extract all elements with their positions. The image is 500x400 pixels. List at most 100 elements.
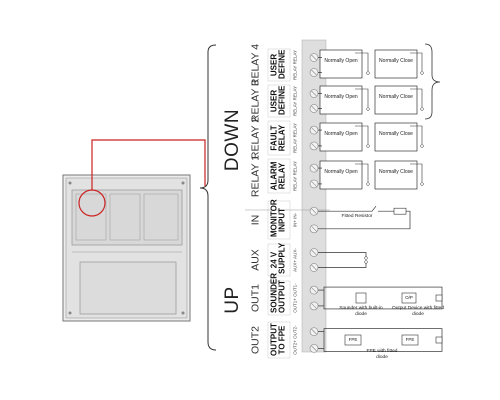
contact-point <box>420 107 424 111</box>
function-label-aux: 24 V SUPPLY <box>269 242 287 274</box>
contact-wire <box>355 163 369 182</box>
function-label-out2: OUTPUT TO FPE <box>269 323 287 356</box>
function-label-relay2: FAULT RELAY <box>269 124 287 152</box>
terminal-slot <box>311 287 317 293</box>
relay-normally-close-relay2: Normally Close <box>379 131 413 137</box>
aux-terminal <box>364 260 368 264</box>
direction-down-label: DOWN <box>222 108 244 172</box>
function-cell <box>267 321 291 359</box>
function-cell <box>267 200 291 240</box>
fitted-resistor-label: Fitted Resistor <box>341 214 373 220</box>
function-label-in: MONITOR INPUT <box>269 199 287 237</box>
terminal-slot <box>311 328 317 335</box>
contact-wire <box>355 52 369 71</box>
group-label-out2: OUT2 <box>249 325 262 355</box>
pin-label-out2: OUT2+ OUT2- <box>292 325 298 355</box>
terminal-slot <box>311 69 317 76</box>
relay-box-open <box>319 85 363 115</box>
contact-wire <box>410 125 423 144</box>
pin-label-relay1: RELAY RELAY <box>292 160 298 192</box>
terminal-slot <box>311 208 317 214</box>
output-device-note: Output Device with fitted diode <box>392 306 444 317</box>
terminal-slot <box>311 345 317 352</box>
function-cell <box>267 84 291 118</box>
relay-normally-open-relay2: Normally Open <box>324 131 358 137</box>
function-cell <box>267 120 291 156</box>
relay-normally-close-relay3: Normally Close <box>379 94 413 100</box>
group-label-out1: OUT1 <box>249 283 262 313</box>
direction-up-label: UP <box>222 286 244 314</box>
fpe-symbol <box>401 334 419 346</box>
terminal-slot <box>311 181 317 187</box>
resistor <box>393 207 407 215</box>
control-panel-drawing <box>62 174 191 322</box>
fpe-tag-left: FPE <box>348 337 358 342</box>
wire <box>318 210 411 230</box>
group-label-relay3: RELAY 3 <box>249 79 262 123</box>
relay-box-close <box>374 49 418 79</box>
relay-box-close <box>374 160 418 190</box>
function-cell <box>267 48 291 82</box>
relay-brace <box>424 43 441 120</box>
contact-wire <box>355 125 369 144</box>
terminal-slot <box>311 105 317 112</box>
pin-label-relay4: RELAY RELAY <box>292 49 298 81</box>
terminal-slot <box>311 249 317 256</box>
aux-terminal <box>364 256 368 260</box>
relay-box-close <box>374 85 418 115</box>
group-label-relay1: RELAY 1 <box>249 154 262 198</box>
section-brace <box>199 44 217 351</box>
function-cell <box>267 280 291 316</box>
group-label-in: IN <box>249 214 262 226</box>
fpe-note: FPE with fitted diode <box>366 349 398 360</box>
contact-point <box>366 144 370 148</box>
contact-wire <box>410 52 423 71</box>
relay-normally-close-relay4: Normally Close <box>379 58 413 64</box>
terminal-slot <box>311 54 317 61</box>
contact-wire <box>355 88 369 107</box>
contact-wire <box>410 163 423 182</box>
contact-point <box>366 71 370 75</box>
relay-box-open <box>319 49 363 79</box>
terminal-slot <box>311 127 317 133</box>
end-resistor <box>435 336 443 344</box>
function-label-relay4: USER DEFINE <box>269 49 287 79</box>
relay-box-open <box>319 160 363 190</box>
pin-label-relay2: RELAY RELAY <box>292 122 298 154</box>
contact-point <box>366 107 370 111</box>
sounder-note: Sounder with built-in diode <box>339 306 383 317</box>
callout-highlight <box>78 139 206 217</box>
terminal-slot <box>311 143 317 149</box>
relay-normally-open-relay1: Normally Open <box>324 169 358 175</box>
relay-normally-open-relay4: Normally Open <box>324 58 358 64</box>
contact-point <box>420 182 424 186</box>
fpe-symbol <box>344 334 362 346</box>
output-device-symbol <box>401 292 417 304</box>
relay-normally-open-relay3: Normally Open <box>324 94 358 100</box>
group-label-relay2: RELAY 2 <box>249 116 262 160</box>
contact-wire <box>410 88 423 107</box>
function-label-relay3: USER DEFINE <box>269 85 287 115</box>
contact-point <box>366 182 370 186</box>
wire <box>318 263 367 268</box>
terminal-slot <box>311 226 317 232</box>
function-cell <box>267 243 291 277</box>
fpe-tag-right: FPE <box>405 337 415 342</box>
terminal-slot <box>311 303 317 309</box>
function-label-relay1: ALARM RELAY <box>269 161 287 191</box>
relay-box-open <box>319 122 363 152</box>
terminal-slot <box>311 90 317 97</box>
input-switch <box>318 205 377 212</box>
pin-label-aux: AUX+ AUX- <box>292 248 298 272</box>
sounder-symbol <box>355 292 367 304</box>
group-label-aux: AUX <box>249 249 262 271</box>
relay-box-close <box>374 122 418 152</box>
function-cell <box>267 158 291 194</box>
contact-point <box>420 71 424 75</box>
pin-label-out1: OUT1+ OUT1- <box>292 283 298 313</box>
function-label-out1: SOUNDER OUTPUT <box>269 272 287 313</box>
end-resistor <box>435 294 443 302</box>
wire <box>318 252 367 257</box>
relay-normally-close-relay1: Normally Close <box>379 169 413 175</box>
